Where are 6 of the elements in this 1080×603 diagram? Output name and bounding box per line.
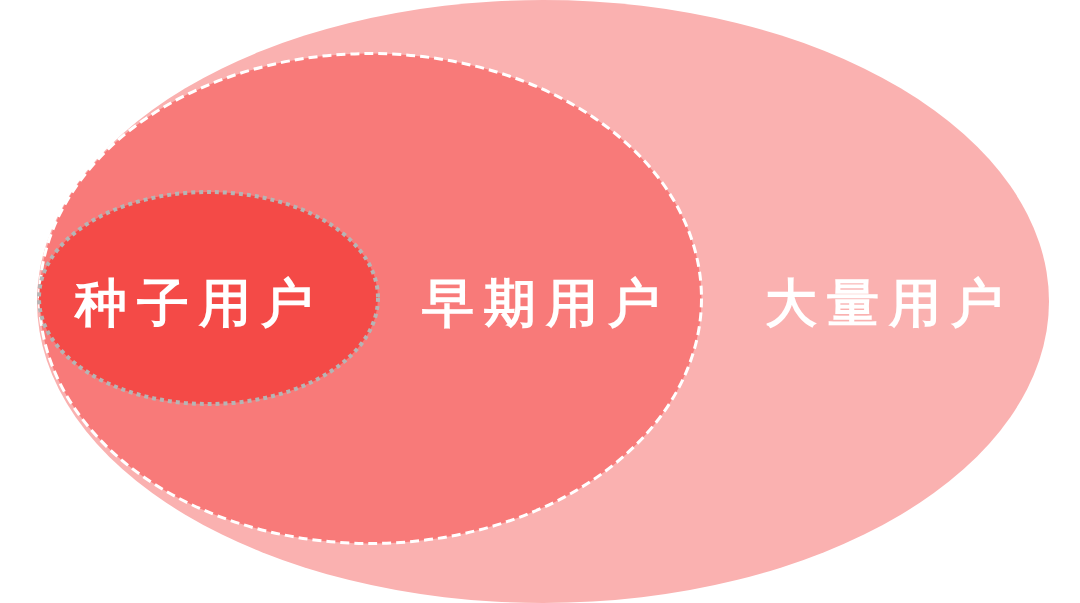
region-label: 早期用户	[422, 274, 670, 332]
region-label: 大量用户	[765, 274, 1013, 332]
ellipse-region	[38, 52, 703, 545]
ellipse-region	[37, 190, 380, 406]
region-label: 种子用户	[75, 274, 323, 332]
ellipse-region	[37, 0, 1049, 603]
